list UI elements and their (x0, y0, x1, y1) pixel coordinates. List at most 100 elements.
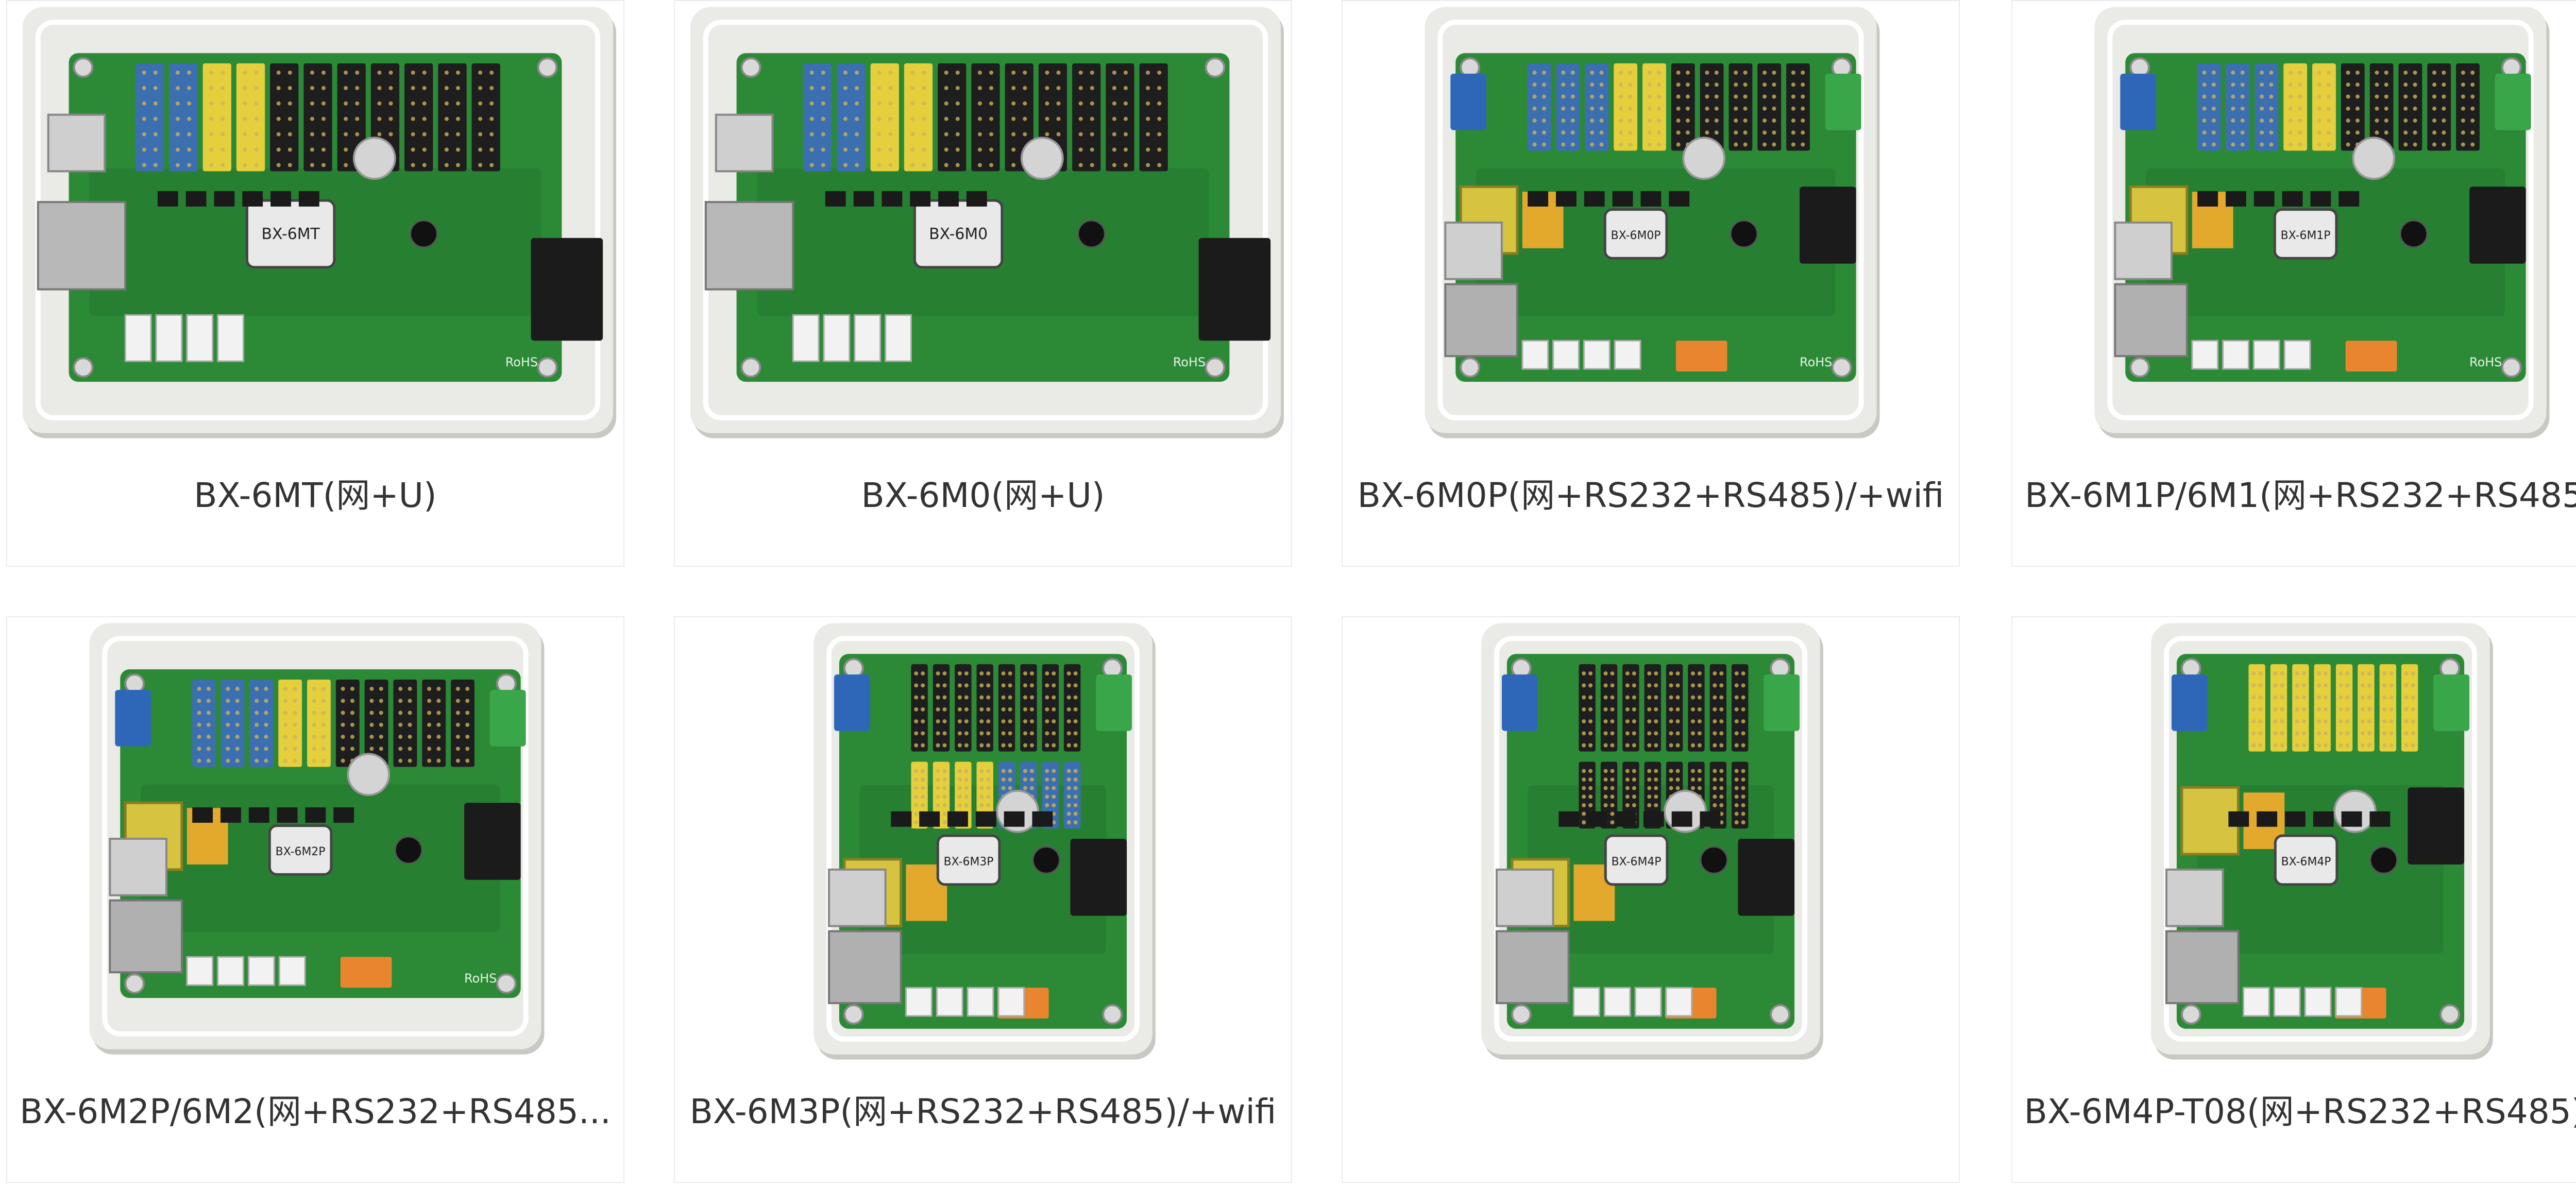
pin (350, 687, 354, 691)
pin (379, 735, 383, 739)
pin (422, 116, 427, 121)
pin (388, 101, 393, 106)
product-image[interactable]: BX-6M4P (2012, 617, 2576, 1065)
pin (2298, 142, 2302, 147)
pin (2470, 71, 2475, 75)
pin (1791, 82, 1795, 87)
pin (877, 163, 882, 167)
usb-port (2114, 222, 2173, 280)
pin (1603, 707, 1608, 712)
pin (2345, 719, 2350, 724)
pin (221, 163, 225, 167)
pin-header (1600, 664, 1618, 752)
pin (2411, 671, 2415, 676)
pin (235, 722, 240, 727)
pin (821, 86, 825, 90)
pin (2461, 94, 2465, 99)
pin (2375, 94, 2379, 99)
product-title[interactable]: BX-6M1P/6M1(网+RS232+RS485... (2025, 476, 2576, 515)
pin (1029, 731, 1034, 736)
pin (1619, 130, 1623, 135)
pin (1647, 71, 1652, 75)
pin (936, 786, 940, 790)
pin (955, 147, 960, 152)
pin (942, 695, 947, 700)
pin (355, 86, 360, 90)
pin (1647, 695, 1652, 700)
pin (2375, 118, 2379, 123)
pin (1632, 683, 1636, 688)
product-image[interactable]: BX-6M4P (1343, 617, 1959, 1065)
pin (408, 747, 412, 751)
product-title[interactable] (1343, 1084, 1959, 1140)
pin (2367, 671, 2371, 676)
pin (986, 786, 991, 790)
pin (2360, 719, 2365, 724)
pin (877, 71, 882, 75)
pin (2389, 743, 2394, 748)
pin (2324, 695, 2328, 700)
pin (1625, 671, 1630, 676)
pin (2442, 142, 2446, 147)
pin (1561, 142, 1566, 147)
pin (206, 710, 211, 715)
pin (1023, 731, 1027, 736)
product-title[interactable]: BX-6M0P(网+RS232+RS485)/+wifi (1357, 476, 1944, 515)
pin (153, 71, 158, 75)
pin (1045, 719, 1049, 724)
ic-component (938, 191, 959, 207)
pin (2317, 671, 2321, 676)
product-title[interactable]: BX-6M3P(网+RS232+RS485)/+wifi (689, 1092, 1277, 1131)
pin (243, 116, 247, 121)
mounting-hole (73, 57, 94, 78)
pin (2295, 731, 2299, 736)
pin (350, 735, 354, 739)
pin (1073, 671, 1078, 676)
pin (2360, 731, 2365, 736)
product-title[interactable]: BX-6MT(网+U) (194, 476, 437, 515)
pin (2442, 106, 2446, 111)
capacitor (410, 219, 438, 248)
pin (2367, 719, 2371, 724)
connector (885, 314, 912, 362)
pin (1713, 719, 1717, 724)
pin (321, 735, 326, 739)
product-title[interactable]: BX-6M0(网+U) (861, 476, 1105, 515)
pin (243, 86, 247, 90)
product-title[interactable]: BX-6M4P-T08(网+RS232+RS485)... (2024, 1092, 2576, 1131)
pin (2382, 671, 2387, 676)
pin (936, 707, 940, 712)
product-title[interactable]: BX-6M2P/6M2(网+RS232+RS485... (20, 1092, 611, 1131)
pin (1023, 769, 1027, 773)
product-card[interactable]: BX-6M4P (1342, 616, 1960, 1183)
pin (1791, 71, 1795, 75)
pin (398, 699, 403, 703)
pin (922, 132, 926, 137)
pin (355, 71, 360, 75)
pin (986, 777, 991, 782)
pin (341, 699, 345, 703)
pin (1052, 731, 1056, 736)
pin (1625, 695, 1630, 700)
pin (2384, 71, 2388, 75)
pin (2211, 94, 2216, 99)
pin (264, 747, 268, 751)
pin (2327, 142, 2331, 147)
pin (1647, 82, 1652, 87)
pin (350, 710, 354, 715)
pin (1112, 147, 1116, 152)
product-card[interactable]: BX-6M3P BX-6M3P(网+RS232+RS485)/+wifi (674, 616, 1292, 1183)
product-card[interactable]: BX-6M4P BX-6M4P-T08(网+RS232+RS485)... (2011, 616, 2576, 1183)
product-image[interactable]: BX-6M3P (675, 617, 1291, 1065)
